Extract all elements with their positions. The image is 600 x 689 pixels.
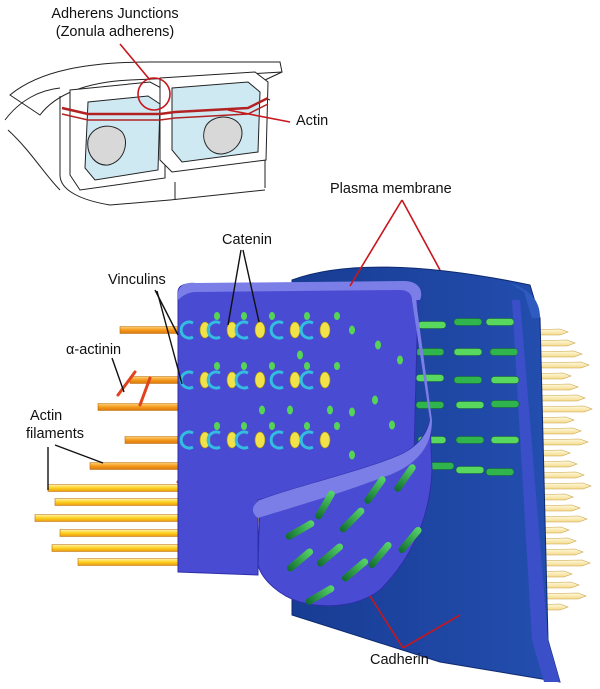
cadherin-molecule <box>394 464 416 492</box>
alpha-actinin-link <box>138 376 152 407</box>
junction-highlight-circle <box>137 77 171 111</box>
cadherin-label: Cadherin <box>370 652 429 668</box>
cadherin-molecule <box>490 400 520 408</box>
actin-filaments-label-line2: filaments <box>26 426 85 442</box>
cadherin-dot <box>334 312 340 320</box>
cadherin-molecule <box>490 436 520 444</box>
cadherin-molecule <box>485 468 515 476</box>
cadherin-molecule <box>316 543 344 567</box>
cadherin-molecule <box>485 318 515 326</box>
cadherin-dot <box>304 422 310 430</box>
cadherin-molecule <box>286 548 314 572</box>
catenin-molecule <box>289 321 301 339</box>
vinculin-molecule <box>179 320 194 340</box>
cadherin-dot <box>214 312 220 320</box>
cadherin-molecule <box>453 318 483 326</box>
cadherin-dot <box>334 422 340 430</box>
alpha-actinin-label: α-actinin <box>66 342 122 358</box>
alpha-actinin-link <box>116 370 137 397</box>
cadherin-dot <box>269 362 275 370</box>
catenin-molecule <box>289 431 301 449</box>
vinculin-molecule <box>269 320 284 340</box>
cadherin-molecule <box>339 507 365 533</box>
adherens-title-line1: Adherens Junctions <box>51 6 179 22</box>
catenin-molecule <box>254 321 266 339</box>
vinculin-molecule <box>269 430 284 450</box>
cadherin-dot <box>375 340 381 350</box>
cell-inset <box>4 43 291 206</box>
cadherin-molecule <box>368 541 392 569</box>
cadherin-dot <box>297 350 303 360</box>
cadherin-dot <box>287 405 293 415</box>
cadherin-front <box>285 464 422 605</box>
cadherin-dot <box>214 362 220 370</box>
cadherin-molecule <box>453 348 483 356</box>
cadherin-dot <box>397 355 403 365</box>
cadherin-dot <box>349 325 355 335</box>
red-callouts <box>349 199 461 649</box>
cadherin-molecule <box>490 376 520 384</box>
cadherin-molecule <box>453 376 483 384</box>
cadherin-molecule <box>364 476 386 504</box>
actin-label: Actin <box>296 113 329 129</box>
vinculin-molecule <box>269 370 284 390</box>
cadherin-dot <box>241 312 247 320</box>
plasma-membrane-label: Plasma membrane <box>330 181 452 197</box>
cadherin-dot <box>241 422 247 430</box>
catenin-molecule <box>289 371 301 389</box>
vinculins-label: Vinculins <box>108 272 166 288</box>
catenin-label: Catenin <box>222 232 272 248</box>
cadherin-dot <box>304 312 310 320</box>
catenin-molecule <box>254 431 266 449</box>
vinculin-molecule <box>206 370 221 390</box>
catenin-molecule <box>319 321 331 339</box>
cadherin-dot <box>214 422 220 430</box>
cadherin-dot <box>259 405 265 415</box>
cadherin-molecule <box>285 520 315 540</box>
vinculin-molecule <box>234 370 249 390</box>
cadherin-molecule <box>455 466 485 474</box>
vinculin-molecule <box>206 430 221 450</box>
adherens-title-line2: (Zonula adherens) <box>55 24 175 40</box>
vinculin-molecule <box>206 320 221 340</box>
cadherin-dot <box>241 362 247 370</box>
cadherin-molecule <box>415 374 445 382</box>
cadherin-molecule <box>417 321 447 329</box>
cadherin-dot <box>327 405 333 415</box>
cadherin-dot <box>304 362 310 370</box>
vinculin-molecule <box>179 430 194 450</box>
cadherin-molecule <box>455 401 485 409</box>
cadherin-molecule <box>455 436 485 444</box>
catenin-molecule <box>319 371 331 389</box>
vinculin-molecule <box>299 430 314 450</box>
cadherin-molecule <box>489 348 519 356</box>
cadherin-dot <box>269 422 275 430</box>
cadherin-molecule <box>305 585 335 605</box>
cadherin-molecule <box>315 490 335 520</box>
vinculin-molecule <box>234 320 249 340</box>
cadherin-molecule <box>341 558 369 582</box>
cadherin-molecule <box>398 526 422 554</box>
cadherin-dot <box>372 395 378 405</box>
cadherin-dot <box>334 362 340 370</box>
vinculin-molecule <box>234 430 249 450</box>
cadherin-dot <box>269 312 275 320</box>
cadherin-dot <box>389 420 395 430</box>
callout-lines <box>47 249 260 490</box>
vinculin-molecule <box>299 320 314 340</box>
vinculin-molecule <box>299 370 314 390</box>
front-proteins <box>179 312 403 460</box>
actin-filaments-label-line1: Actin <box>30 408 63 424</box>
cadherin-dot <box>349 450 355 460</box>
catenin-molecule <box>319 431 331 449</box>
cadherin-dot <box>349 407 355 417</box>
catenin-molecule <box>254 371 266 389</box>
